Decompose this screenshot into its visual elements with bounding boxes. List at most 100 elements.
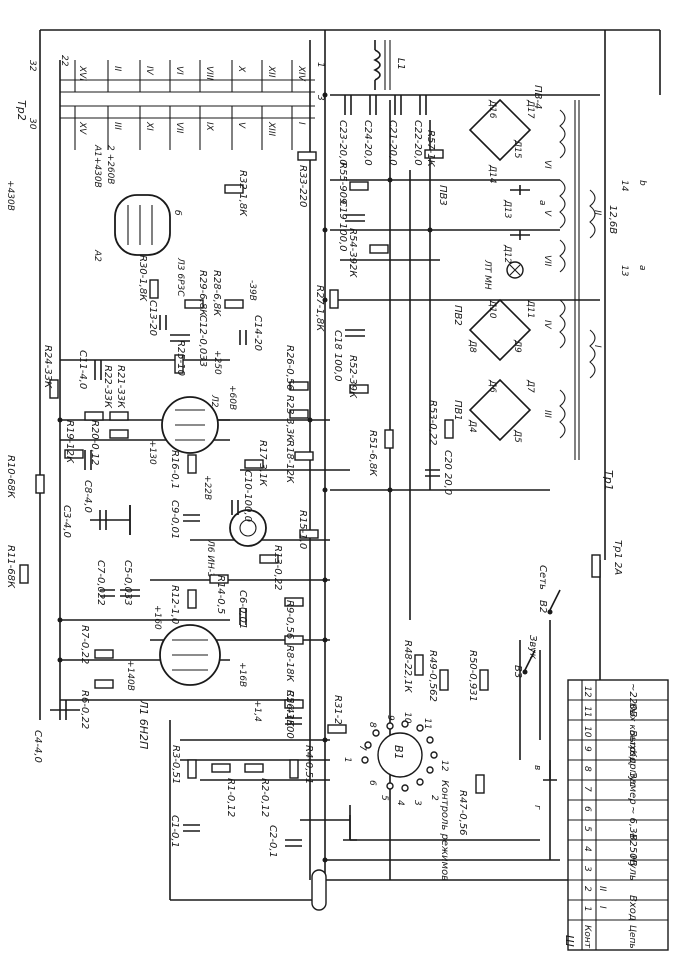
switch-b1-pos-9: 9 xyxy=(385,715,395,721)
capacitor-c21 xyxy=(394,95,402,115)
switch-b1-pos-12: 12 xyxy=(439,760,449,772)
resistor-r6 xyxy=(94,679,114,689)
resistor-r27 xyxy=(329,289,339,309)
tr2-winding-bottom: VII xyxy=(174,122,184,134)
connector-pin: 1 xyxy=(582,906,592,912)
tr2-pin-30: 30 xyxy=(27,118,37,130)
heater-pin-14: 14 xyxy=(619,180,629,192)
resistor-label-r5: R5-43К xyxy=(284,690,295,728)
resistor-label-r12: R12-1,0 xyxy=(169,585,180,624)
capacitor-label-c23: C23-20,0 xyxy=(337,120,348,166)
tube-l1-label: Л1 6Н2П xyxy=(137,699,150,749)
resistor-label-r21: R21-33К xyxy=(115,365,126,409)
resistor-r2 xyxy=(244,763,264,773)
resistor-r49 xyxy=(439,669,449,691)
switch-b1-pos-1: 1 xyxy=(342,757,352,763)
diode-d7: Д7 xyxy=(525,379,535,393)
frame-wires xyxy=(39,29,661,901)
tr2-winding-top: XII xyxy=(266,65,276,78)
resistor-r54 xyxy=(369,244,389,254)
capacitor-c6 xyxy=(239,608,247,625)
resistor-label-r54: R54-392К xyxy=(347,228,358,278)
capacitor-label-c8: C8-4,0 xyxy=(82,480,93,513)
resistor-label-r6: R6-0,22 xyxy=(79,690,90,729)
resistor-r14 xyxy=(209,574,229,584)
heater-pin-b: b xyxy=(637,180,647,186)
node-letter: в xyxy=(532,765,542,770)
capacitor-c26 xyxy=(285,717,302,725)
capacitor-bank xyxy=(59,95,440,847)
tube-l3: Л3 6Р3С А1+430В А2 2 +260В +430В xyxy=(5,144,185,297)
resistor-r9 xyxy=(284,597,304,607)
switch-b1-pos-6: 6 xyxy=(367,780,377,786)
resistor-r18 xyxy=(294,451,314,461)
switch-b1-pos-11: 11 xyxy=(422,718,432,729)
resistor-label-r22: R22-33К xyxy=(102,365,113,409)
connector-signal: Нуль xyxy=(627,855,638,881)
resistor-label-r13: R13-0,22 xyxy=(272,545,283,591)
resistor-label-r50: R50-0,931 xyxy=(467,650,478,702)
rectifier-pv4: ПВ-4 xyxy=(532,85,543,109)
capacitor-label-c14: C14-20 xyxy=(252,315,263,351)
switch-b1-mode: Контроль режимов xyxy=(439,780,450,881)
capacitor-labels: C1-0,1 C2-0,1 C3-4,0 C4-4,0 C5-0,033 C6-… xyxy=(32,120,453,858)
capacitor-c8 xyxy=(84,450,92,470)
resistor-label-r33: R33-220 xyxy=(297,165,308,207)
voltage-a1: А1+430В xyxy=(92,144,102,188)
diode-d13: Д13 xyxy=(502,199,512,219)
diode-d12: Д12 xyxy=(502,244,512,264)
resistor-label-r25: R25-10 xyxy=(175,340,186,376)
resistor-label-r7: R7-0,22 xyxy=(79,625,90,664)
resistor-label-r48: R48-22,1К xyxy=(402,640,413,694)
junction-dots xyxy=(57,92,433,863)
resistor-r22 xyxy=(84,411,104,421)
voltage-430: +430В xyxy=(5,180,15,211)
resistor-r17 xyxy=(244,459,264,469)
capacitor-label-c2: C2-0,1 xyxy=(267,825,278,858)
capacitor-c2 xyxy=(285,839,302,847)
switch-b1: В1 Контроль режимов 1 2 3 4 5 6 7 8 9 10… xyxy=(342,712,450,881)
resistor-label-r17: R17-3,1К xyxy=(257,440,268,487)
tr2-pin-32: 32 xyxy=(27,60,37,72)
switch-b3-label: В3 xyxy=(512,665,523,678)
capacitor-c23 xyxy=(344,95,352,115)
resistor-r48 xyxy=(414,654,424,676)
resistor-r33 xyxy=(297,151,317,161)
capacitor-label-c7: C7-0,022 xyxy=(95,560,106,606)
diode-d10: Д10 xyxy=(487,299,497,319)
connector-signal: Вых контр. xyxy=(627,703,637,755)
resistor-r4 xyxy=(289,759,299,779)
resistor-label-r2: R2-0,12 xyxy=(259,778,270,817)
capacitor-c22 xyxy=(419,95,427,115)
heater-pin-a: а xyxy=(637,265,647,271)
voltage-160: +160 xyxy=(152,605,162,630)
capacitor-c14 xyxy=(239,330,247,345)
tr2-winding-top: X xyxy=(236,65,246,73)
diode-d11: Д11 xyxy=(525,299,535,318)
connector-sub: II xyxy=(597,886,607,892)
switch-b3-name: Звук xyxy=(527,635,538,659)
capacitor-c13 xyxy=(159,315,167,330)
voltage-16: +16В xyxy=(237,662,247,687)
coax-plug xyxy=(311,869,327,911)
diode-d5: Д5 xyxy=(512,429,522,443)
resistor-r13 xyxy=(259,554,279,564)
resistor-r50 xyxy=(479,669,489,691)
connector-signal: +250В xyxy=(627,832,638,866)
node-letters: а б в г xyxy=(172,200,547,810)
resistor-label-r14: R14-0,5 xyxy=(215,575,226,614)
tr2-winding-bottom: XV xyxy=(77,121,87,135)
resistor-label-r57: R57-1К xyxy=(425,130,436,168)
connector-sh: Ш Конт Цепь 1 Вход I 2 II 3 Нуль 4 +250В… xyxy=(563,679,669,951)
voltage-60: +60В xyxy=(227,385,237,410)
tr2-winding-bottom: I xyxy=(296,122,306,125)
resistor-label-r20: R20-0,12 xyxy=(89,420,100,466)
resistor-r19 xyxy=(64,449,84,459)
connector-signal: Замер xyxy=(627,772,638,805)
connector-signal: Вход xyxy=(627,895,638,921)
capacitor-label-c5: C5-0,033 xyxy=(122,560,133,606)
connector-name: Ш xyxy=(563,935,576,947)
tr2-winding-top: IV xyxy=(144,66,154,76)
heater-pin-13: 13 xyxy=(619,265,629,277)
tube-l1: Л1 6Н2П +140В +160 +16В +1,4 xyxy=(125,605,262,749)
